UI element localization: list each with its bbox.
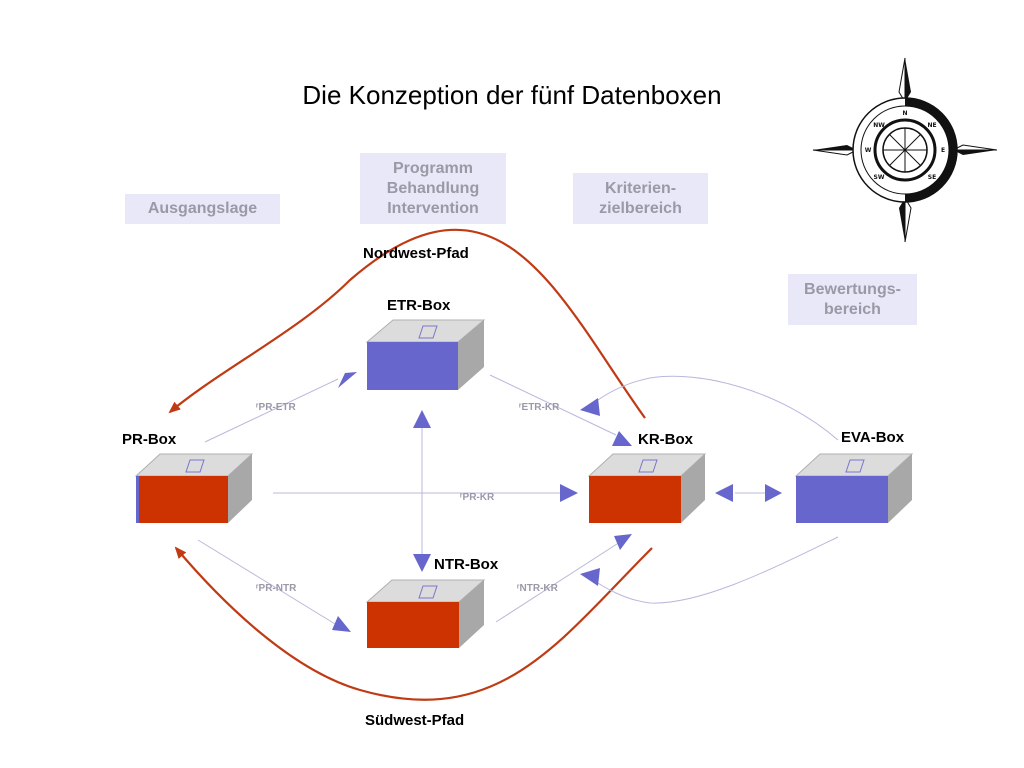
header-ausgangslage-label: Ausgangslage <box>147 200 258 217</box>
compass-se: SE <box>928 174 936 181</box>
header-kriterien-line1: Kriterien- <box>604 179 677 197</box>
pr-box <box>134 453 254 523</box>
edge-pr-ntr-line <box>197 539 341 628</box>
header-programm: Programm Behandlung Intervention <box>360 153 506 224</box>
compass-sw: SW <box>874 174 885 181</box>
header-kriterien-line2: zielbereich <box>599 199 682 217</box>
kr-box <box>587 453 707 523</box>
arrow-pr-ntr <box>332 616 351 632</box>
southwest-path-label: Südwest-Pfad <box>365 712 465 729</box>
northwest-path <box>168 228 646 419</box>
arrow-pr-kr <box>560 484 578 502</box>
header-kriterien: Kriterien- zielbereich <box>573 173 708 224</box>
page-title: Die Konzeption der fünf Datenboxen <box>302 80 722 110</box>
compass-e: E <box>941 147 945 154</box>
arrow-kr-left <box>715 484 733 502</box>
etr-box <box>365 319 486 390</box>
compass-icon: N S E W NW NE SW SE <box>812 57 998 243</box>
header-programm-line1: Programm <box>392 159 474 177</box>
southwest-path <box>174 546 653 701</box>
arrow-eva-kr-lower <box>580 568 600 586</box>
arrow-pr-etr <box>338 372 357 388</box>
header-bewertung-line1: Bewertungs- <box>804 280 901 298</box>
edge-etr-kr-label: ʳETR-KR <box>519 402 560 413</box>
arrow-etr-kr <box>612 431 632 446</box>
arrow-eva-right <box>765 484 782 502</box>
northwest-path-label: Nordwest-Pfad <box>363 245 469 262</box>
header-programm-line3: Intervention <box>387 199 479 217</box>
eva-to-kr-lower-line <box>589 536 839 604</box>
pr-box-label: PR-Box <box>122 431 177 448</box>
edge-pr-ntr-label: ʳPR-NTR <box>256 583 297 594</box>
edge-etr-kr-line <box>489 374 617 436</box>
arrow-etr-up <box>413 410 431 428</box>
arrow-ntr-kr <box>614 534 632 550</box>
ntr-box-label: NTR-Box <box>434 556 499 573</box>
edge-pr-etr-label: ʳPR-ETR <box>256 402 296 413</box>
header-bewertung-line2: bereich <box>824 300 881 318</box>
header-bewertung: Bewertungs- bereich <box>788 274 917 325</box>
compass-s: S <box>903 185 907 192</box>
compass-n: N <box>902 110 907 117</box>
edge-ntr-kr-line <box>495 541 621 623</box>
header-programm-line2: Behandlung <box>386 179 480 197</box>
compass-ne: NE <box>927 122 936 129</box>
edge-ntr-kr-label: ʳNTR-KR <box>517 583 558 594</box>
arrow-ntr-down <box>413 554 431 572</box>
eva-box-label: EVA-Box <box>841 429 905 446</box>
compass-w: W <box>865 147 872 154</box>
eva-to-kr-upper-line <box>589 375 839 441</box>
arrow-eva-kr-upper <box>580 398 600 416</box>
ntr-box <box>365 579 486 648</box>
eva-box <box>794 453 914 523</box>
header-ausgangslage: Ausgangslage <box>125 194 280 224</box>
edge-pr-etr-line <box>204 378 339 443</box>
edge-pr-kr-label: ʳPR-KR <box>460 492 495 503</box>
etr-box-label: ETR-Box <box>387 297 451 314</box>
compass-nw: NW <box>873 122 885 129</box>
kr-box-label: KR-Box <box>638 431 693 448</box>
